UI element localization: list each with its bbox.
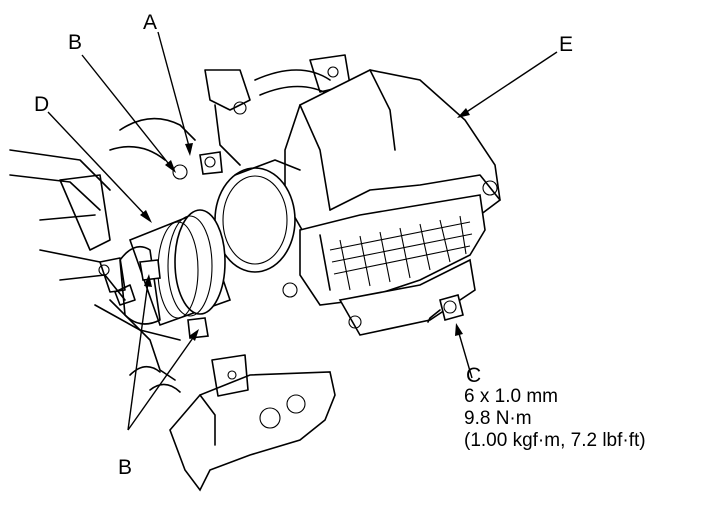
callout-d: D — [34, 93, 50, 116]
leader-lines — [47, 31, 558, 431]
air-cleaner-housing — [282, 69, 501, 336]
callout-b-bottom: B — [118, 456, 133, 479]
bolt-torque-nm: 9.8 N·m — [464, 408, 532, 429]
bolt-size: 6 x 1.0 mm — [464, 386, 558, 407]
lower-body-panel — [169, 354, 336, 492]
intake-duct — [98, 159, 301, 327]
callout-b-top: B — [68, 31, 83, 54]
callout-e: E — [559, 33, 574, 56]
clamp-bolts — [114, 151, 464, 339]
callout-c: C — [466, 364, 482, 387]
bolt-spec: 6 x 1.0 mm 9.8 N·m (1.00 kgf·m, 7.2 lbf·… — [464, 386, 646, 452]
bolt-torque-alt: (1.00 kgf·m, 7.2 lbf·ft) — [464, 430, 646, 451]
callout-a: A — [143, 11, 158, 34]
